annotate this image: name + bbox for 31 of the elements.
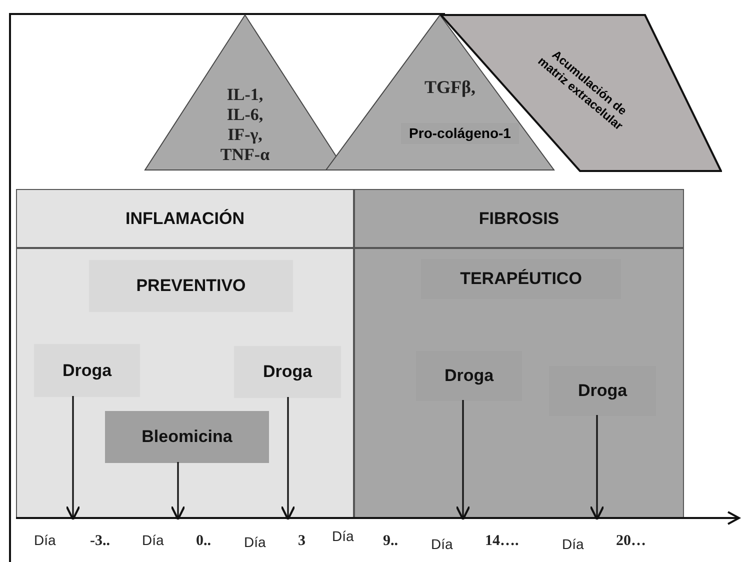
drug-box: Droga (34, 344, 140, 397)
day-label: -3.. (90, 532, 110, 551)
phase-panel (354, 248, 684, 518)
phase-panel (16, 248, 354, 518)
cytokine-list: IL-1, IL-6, IF-γ, TNF-α (214, 85, 276, 165)
day-label: 20… (616, 532, 646, 551)
day-label: Día (332, 527, 354, 546)
drug-box: Bleomicina (105, 411, 269, 463)
day-label: Día (431, 535, 453, 554)
day-label: 3 (298, 532, 306, 551)
day-label: 9.. (383, 532, 398, 551)
day-label: Día (142, 531, 164, 550)
day-label: Día (34, 531, 56, 550)
phase-header: INFLAMACIÓN (16, 189, 354, 248)
arrow (170, 462, 186, 520)
factor-label: Pro-colágeno-1 (401, 123, 519, 144)
day-label: 0.. (196, 532, 211, 551)
drug-box: Droga (549, 366, 656, 416)
strategy-box: TERAPÉUTICO (421, 259, 621, 299)
factor-label: TGFβ, (424, 76, 476, 99)
arrow (456, 400, 470, 520)
day-label: Día (562, 535, 584, 554)
arrow (590, 415, 604, 520)
arrow (280, 397, 296, 520)
drug-box: Droga (234, 346, 341, 398)
day-label: 14…. (485, 532, 519, 551)
strategy-box: PREVENTIVO (89, 260, 293, 312)
day-label: Día (244, 533, 266, 552)
phase-header: FIBROSIS (354, 189, 684, 248)
arrow (66, 396, 80, 520)
drug-box: Droga (416, 351, 522, 401)
